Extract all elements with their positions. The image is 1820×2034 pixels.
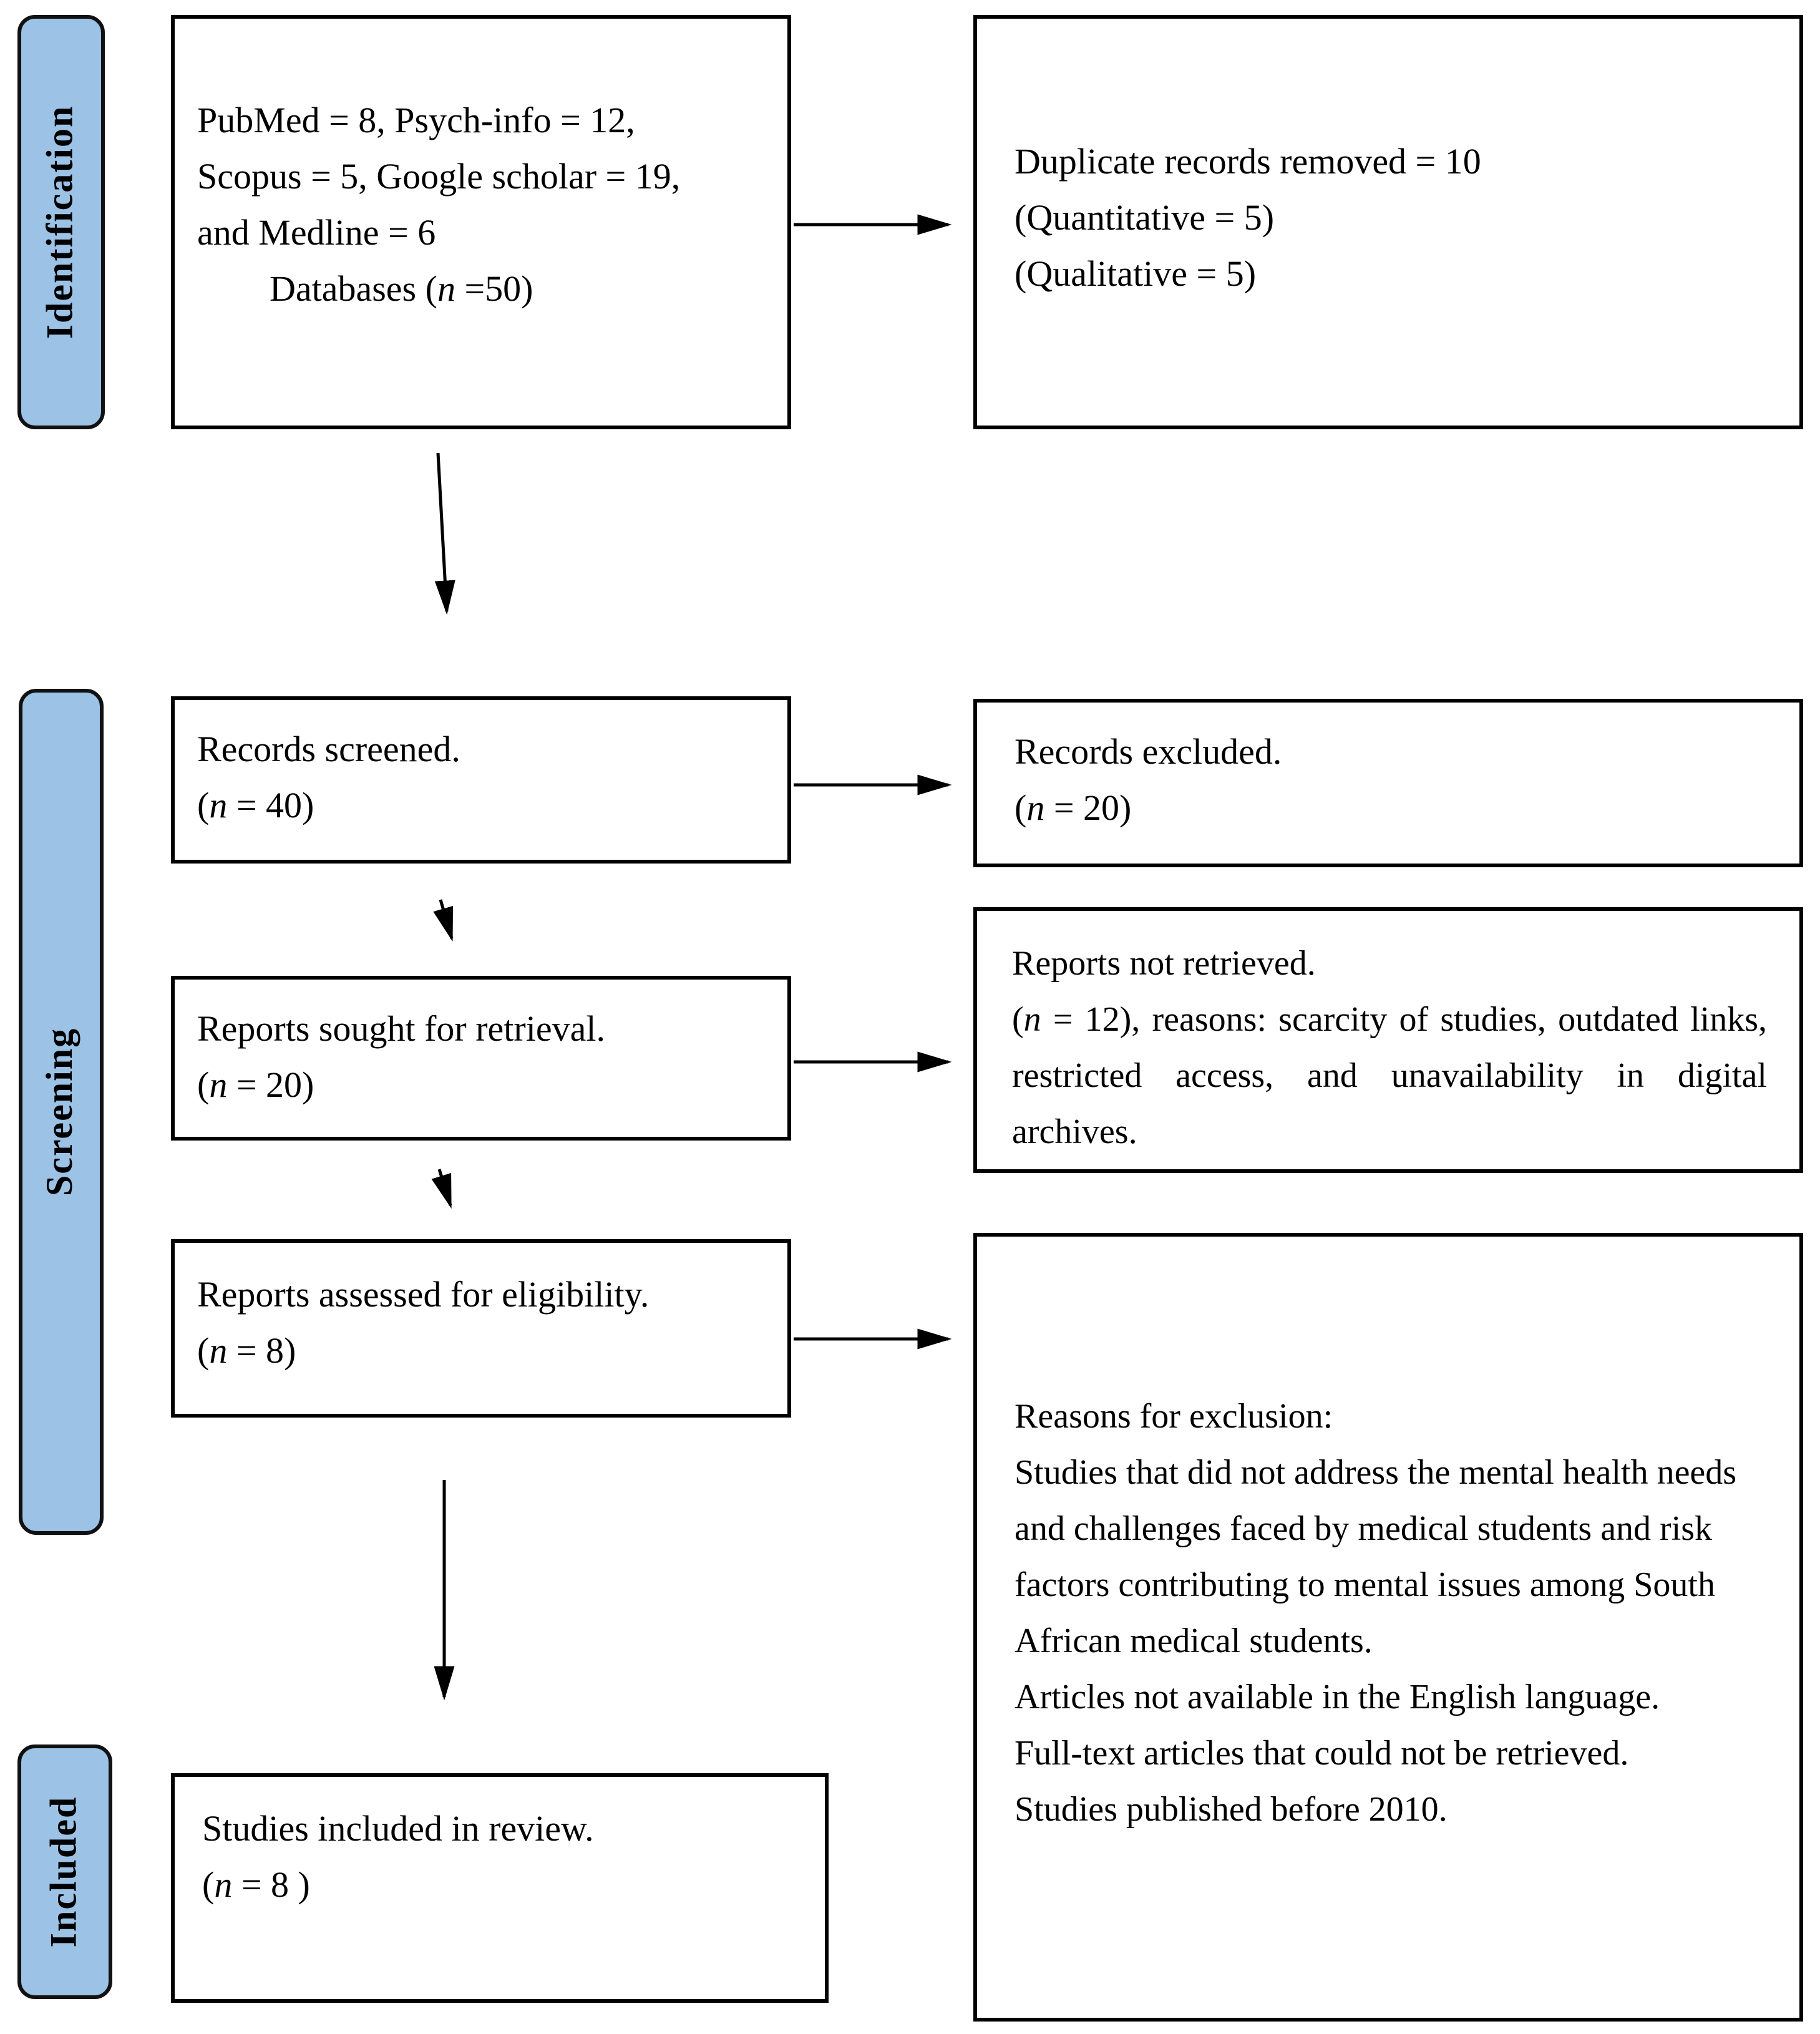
reasons-paragraph-4: Full-text articles that could not be ret… [1015, 1735, 1629, 1773]
count-n: n [437, 270, 455, 309]
stage-label-screening: Screening [40, 1027, 82, 1197]
count-post: =50) [455, 270, 533, 309]
count-n: n [209, 1066, 228, 1106]
databases-line-2: Scopus = 5, Google scholar = 19, [197, 157, 681, 197]
stage-bar-screening: Screening [19, 689, 104, 1535]
records-screened-count: (n = 40) [197, 779, 765, 835]
count-pre: ( [202, 1866, 215, 1905]
stage-bar-included: Included [17, 1744, 112, 1999]
reports-assessed-title: Reports assessed for eligibility. [197, 1275, 650, 1315]
reports-sought-count: (n = 20) [197, 1058, 765, 1114]
count-post: = 8) [227, 1331, 296, 1371]
studies-included-count: (n = 8 ) [202, 1858, 802, 1914]
databases-count-line: Databases (n =50) [197, 262, 765, 318]
duplicates-line-1: Duplicate records removed = 10 [1015, 142, 1481, 182]
box-databases: PubMed = 8, Psych-info = 12, Scopus = 5,… [171, 15, 791, 429]
arrow-databases-to-screened [434, 452, 455, 615]
box-records-excluded: Records excluded. (n = 20) [973, 699, 1803, 867]
count-post: = 8 ) [232, 1866, 310, 1905]
count-n: n [1026, 789, 1045, 829]
count-n: n [209, 1331, 228, 1371]
reasons-paragraph-5: Studies published before 2010. [1015, 1791, 1448, 1829]
reports-sought-title: Reports sought for retrieval. [197, 1010, 605, 1049]
records-excluded-title: Records excluded. [1015, 732, 1282, 772]
box-reports-assessed: Reports assessed for eligibility. (n = 8… [171, 1239, 791, 1418]
box-reports-not-retrieved: Reports not retrieved. (n = 12), reasons… [973, 907, 1803, 1173]
count-post: = 40) [227, 786, 314, 826]
reasons-paragraph-2: Studies that did not address the mental … [1015, 1454, 1737, 1661]
stage-label-included: Included [44, 1796, 85, 1948]
count-pre: ( [197, 1066, 210, 1106]
arrow-sought-to-assessed [431, 1169, 452, 1209]
count-post: = 20) [1044, 789, 1132, 829]
box-reports-sought: Reports sought for retrieval. (n = 20) [171, 976, 791, 1141]
count-n: n [1023, 1001, 1041, 1039]
reports-not-retrieved-title: Reports not retrieved. [1012, 945, 1316, 983]
reports-not-retrieved-body: (n = 12), reasons: scarcity of studies, … [1012, 992, 1767, 1161]
count-pre: ( [1015, 789, 1027, 829]
records-excluded-count: (n = 20) [1015, 781, 1774, 837]
duplicates-line-3: (Qualitative = 5) [1015, 255, 1257, 294]
databases-line-3: and Medline = 6 [197, 213, 436, 253]
count-n: n [214, 1866, 233, 1905]
studies-included-title: Studies included in review. [202, 1809, 594, 1849]
reports-assessed-count: (n = 8) [197, 1324, 765, 1380]
count-pre: ( [1012, 1001, 1024, 1039]
count-pre: ( [197, 786, 210, 826]
duplicates-line-2: (Quantitative = 5) [1015, 198, 1275, 238]
box-duplicates-removed: Duplicate records removed = 10 (Quantita… [973, 15, 1803, 429]
count-n: n [209, 786, 228, 826]
stage-bar-identification: Identification [17, 15, 105, 429]
count-post: = 12), reasons: scarcity of studies, out… [1012, 1001, 1767, 1152]
count-post: = 20) [227, 1066, 314, 1106]
records-screened-title: Records screened. [197, 730, 460, 770]
stage-label-identification: Identification [40, 105, 81, 339]
box-reasons-for-exclusion: Reasons for exclusion: Studies that did … [973, 1233, 1803, 2022]
reasons-paragraph-1: Reasons for exclusion: [1015, 1398, 1333, 1436]
count-pre: ( [197, 1331, 210, 1371]
box-records-screened: Records screened. (n = 40) [171, 696, 791, 864]
count-pre: Databases ( [270, 270, 437, 309]
arrow-screened-to-sought [433, 899, 454, 942]
box-studies-included: Studies included in review. (n = 8 ) [171, 1773, 829, 2003]
databases-line-1: PubMed = 8, Psych-info = 12, [197, 101, 635, 141]
reasons-paragraph-3: Articles not available in the English la… [1015, 1678, 1660, 1717]
